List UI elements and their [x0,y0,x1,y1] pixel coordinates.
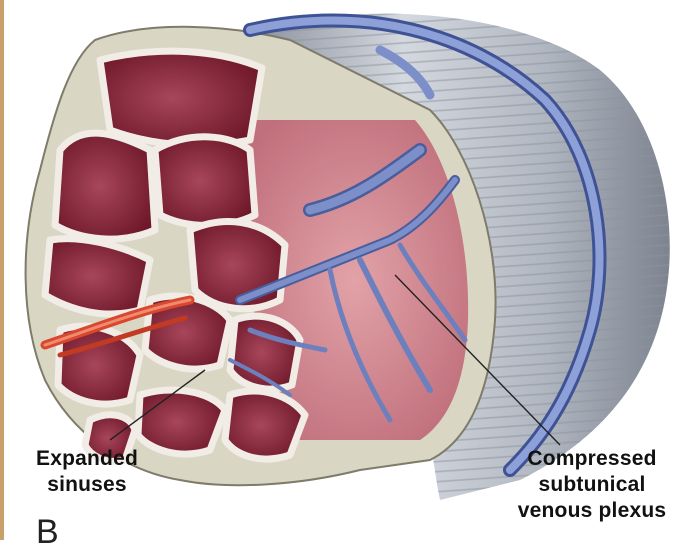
label-expanded-line-1: Expanded [12,446,162,472]
label-compressed-line-1: Compressed [492,446,692,472]
panel-letter: B [36,515,59,549]
label-compressed-line-3: venous plexus [492,498,692,524]
label-compressed-line-2: subtunical [492,472,692,498]
label-expanded-line-2: sinuses [12,472,162,498]
label-compressed-plexus: Compressed subtunical venous plexus [492,446,692,524]
label-expanded-sinuses: Expanded sinuses [12,446,162,498]
